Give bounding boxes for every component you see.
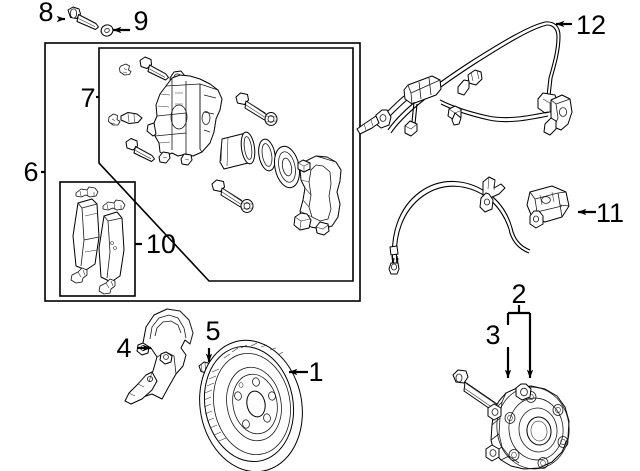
caliper-piston-and-seals	[219, 131, 301, 189]
callout-label-4: 4	[116, 333, 131, 363]
callout-label-12: 12	[576, 10, 606, 40]
caliper-assembly-box	[98, 47, 354, 282]
caliper-mounting-bracket	[293, 155, 342, 236]
caliper-guide-bolt	[67, 6, 99, 30]
abs-sensor-wire-harness	[356, 21, 573, 137]
callout-label-5: 5	[205, 316, 220, 346]
brake-caliper-body	[146, 70, 223, 166]
caliper-guide-pins	[211, 92, 278, 213]
callout-label-2: 2	[511, 279, 526, 309]
callout-label-6: 6	[23, 157, 38, 187]
callout-label-9: 9	[133, 6, 148, 36]
callout-label-7: 7	[80, 83, 95, 113]
wheel-hub-bearing-assembly	[485, 383, 570, 470]
callout-label-8: 8	[38, 0, 53, 27]
brake-pad-set	[70, 186, 126, 295]
caliper-hardware-clips	[108, 56, 169, 162]
callout-label-3: 3	[485, 320, 500, 350]
brake-dust-splash-shield	[124, 308, 194, 405]
hub-mounting-bolt	[452, 369, 501, 414]
callout-label-1: 1	[308, 357, 323, 387]
callout-label-11: 11	[596, 198, 624, 228]
callout-leaders	[41, 15, 596, 379]
sealing-washer	[100, 24, 114, 37]
callout-labels: 8 9 6 7 10 1 4 5 2 3 11 12	[23, 0, 624, 387]
callout-label-10: 10	[146, 229, 176, 259]
abs-wheel-speed-sensor	[388, 176, 570, 275]
brake-pad-box	[59, 181, 136, 297]
brake-rotor-disc	[199, 339, 303, 471]
